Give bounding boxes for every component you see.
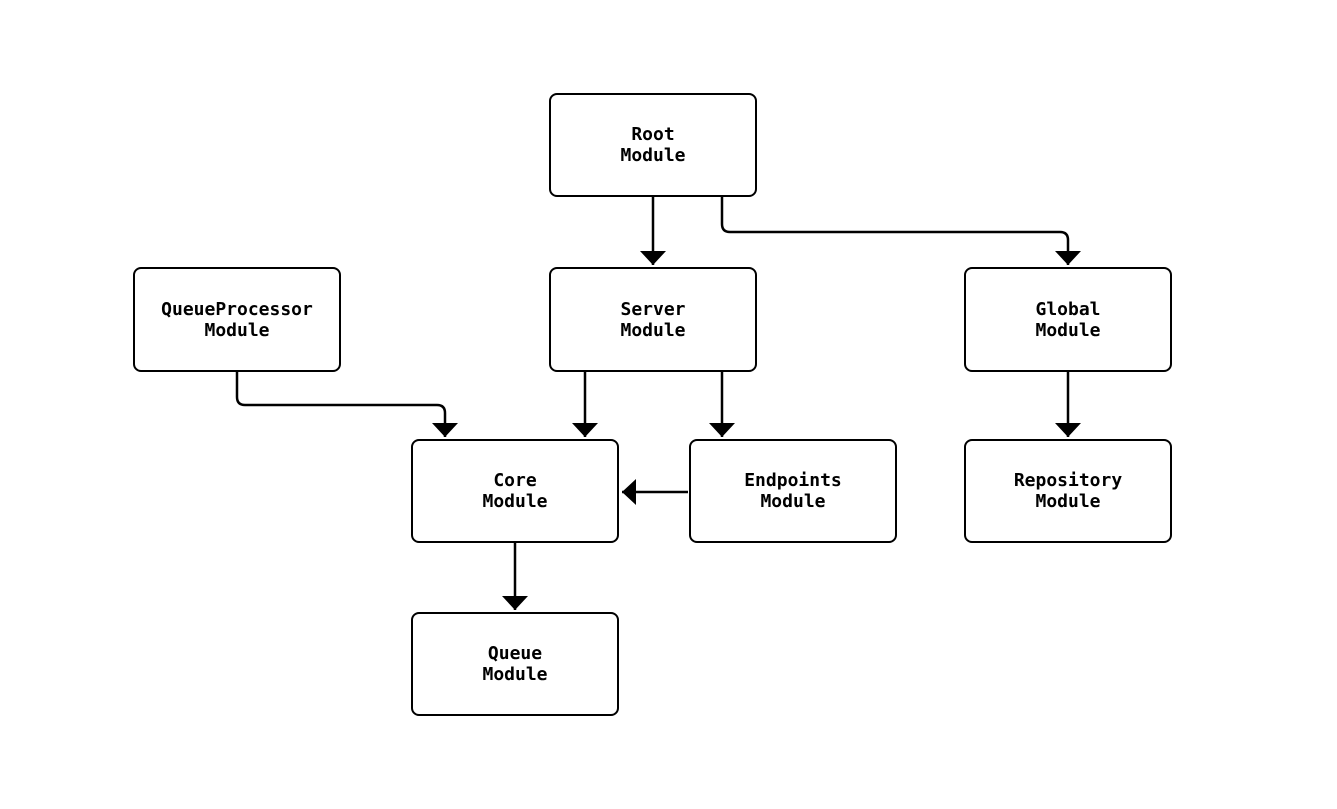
node-server-module-label: Server Module <box>620 298 686 341</box>
node-root-module: Root Module <box>549 93 757 197</box>
node-global-module: Global Module <box>964 267 1172 372</box>
node-global-module-label: Global Module <box>1035 298 1101 341</box>
node-queue-module-label: Queue Module <box>482 643 548 685</box>
node-queueprocessor-module: QueueProcessor Module <box>133 267 341 372</box>
node-endpoints-module: Endpoints Module <box>689 439 897 543</box>
node-root-module-label: Root Module <box>620 124 686 166</box>
node-queue-module: Queue Module <box>411 612 619 716</box>
node-core-module-label: Core Module <box>482 470 548 512</box>
node-repository-module-label: Repository Module <box>1013 470 1123 512</box>
edge-root-to-global <box>720 197 1081 265</box>
node-queueprocessor-module-label: QueueProcessor Module <box>161 298 313 341</box>
node-repository-module: Repository Module <box>964 439 1172 543</box>
node-server-module: Server Module <box>549 267 757 372</box>
node-core-module: Core Module <box>411 439 619 543</box>
node-endpoints-module-label: Endpoints Module <box>744 470 842 512</box>
edge-queue_processor-to-core <box>235 372 458 437</box>
